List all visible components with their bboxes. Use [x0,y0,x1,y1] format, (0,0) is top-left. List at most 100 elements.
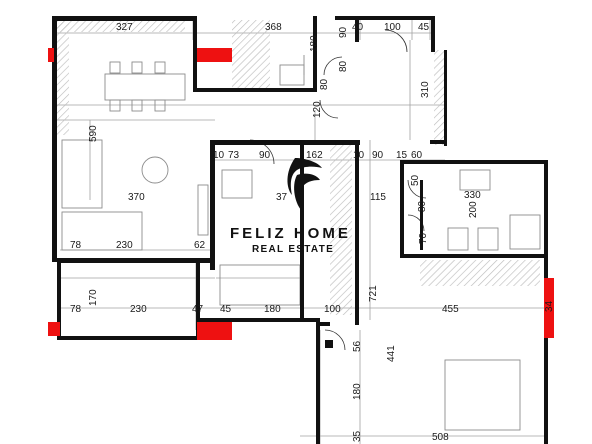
kitchen-sink [279,64,305,86]
wall-top [52,16,196,21]
dim-low-230b: 230 [130,304,147,315]
tv-unit [197,184,209,236]
wall-bath-bottom [400,254,548,258]
wall-mid-horizontal [210,140,360,145]
toilet-2 [477,227,499,251]
toilet-1 [447,227,469,251]
dim-mid-37: 37 [276,192,288,203]
wall-bath-left [400,163,404,258]
armchair [61,211,143,251]
coffee-table [141,156,169,184]
wall-top-end [431,16,435,52]
desk [221,169,253,199]
dim-v-590: 590 [88,125,99,142]
dim-low-721: 721 [368,285,379,302]
dim-low-100: 100 [324,304,341,315]
dimension-labels: 327 368 40 100 45 180 90 80 80 120 310 5… [70,22,555,443]
dim-bot-441: 441 [386,345,397,362]
dining-table [104,73,186,101]
wall-bath-right-top [440,160,548,164]
red-marker-left [48,48,54,62]
dim-mid-90a: 90 [259,150,271,161]
corridor-hatch [330,145,352,315]
storage-hatch [232,20,270,88]
dim-bot-35: 35 [352,430,363,442]
dim-top-40: 40 [352,22,364,33]
shower [509,214,541,250]
dim-top-368: 368 [265,22,282,33]
wall-kitchen-right [313,16,317,92]
dim-top-327: 327 [116,22,133,33]
wall-bath-inner [420,180,423,250]
wall-mid-left [210,140,215,270]
wall-balcony-right [196,258,200,338]
sofa [61,139,103,209]
dim-low-47: 47 [192,304,204,315]
dim-bath-80: 80 [417,200,428,212]
walls [52,16,548,444]
wall-corridor-right [355,140,359,325]
wall-left [52,16,57,262]
dim-bath-330: 330 [464,190,481,201]
wash-basin [459,169,491,191]
dim-v-180: 180 [309,35,320,52]
dim-low-180: 180 [264,304,281,315]
dim-bath-70: 70 [418,232,429,244]
wall-right-lower [544,280,548,444]
dim-bath-200: 200 [468,201,479,218]
bed-single [219,264,301,306]
watermark-title: FELIZ HOME [230,225,351,242]
dim-v-80-top: 80 [338,60,349,72]
dim-mid-15: 15 [396,150,408,161]
wall-bath-right [544,160,548,280]
wall-corridor-left [300,145,304,320]
dim-low-78b: 78 [70,304,82,315]
dim-bot-508: 508 [432,432,449,443]
wall-bath-upper [400,160,448,164]
dim-low-455: 455 [442,304,459,315]
dim-low-230a: 230 [116,240,133,251]
wall-bath-top [430,140,447,144]
dim-low-34: 34 [544,300,555,312]
dim-mid-60: 60 [411,150,423,161]
wall-balcony-bottom [57,336,205,340]
dim-v-120: 120 [312,101,323,118]
dim-mid-115: 115 [370,192,386,203]
wall-kitchen-bottom [193,88,317,92]
column-hatch-left [57,20,69,135]
dim-v-90: 90 [338,26,349,38]
dim-low-170: 170 [88,289,99,306]
dim-low-45: 45 [220,304,232,315]
wall-top-kitchen-left [193,16,197,92]
dim-mid-73: 73 [228,150,240,161]
closet-hatch [420,260,540,286]
flame-logo-icon [287,158,322,212]
red-marker-bottom [197,322,232,340]
red-marker-kitchen [197,48,232,62]
dim-top-100: 100 [384,22,401,33]
wall-top-right [335,16,435,20]
dim-mid-370: 370 [128,192,145,203]
dim-mid-90b: 90 [372,150,384,161]
dim-bot-180: 180 [352,383,363,400]
dim-top-45: 45 [418,22,430,33]
red-marker-balcony [48,322,60,336]
shaft-hatch [434,50,446,145]
red-markers [48,48,554,340]
bed-double [444,359,521,431]
dim-mid-10a: 10 [213,150,225,161]
wall-pillar [325,340,333,348]
wall-balcony-left [57,258,61,340]
hatched-areas [57,20,540,315]
dim-mid-162: 162 [306,150,323,161]
dim-bot-56: 56 [352,340,363,352]
watermark-subtitle: REAL ESTATE [252,244,334,255]
dim-v-310: 310 [420,81,431,98]
wall-bottom-left [200,318,320,322]
dim-low-62: 62 [194,240,206,251]
wall-shaft [355,16,359,42]
dim-mid-10b: 10 [353,150,365,161]
wall-shaft-right [444,50,447,146]
dim-bath-50: 50 [410,174,421,186]
